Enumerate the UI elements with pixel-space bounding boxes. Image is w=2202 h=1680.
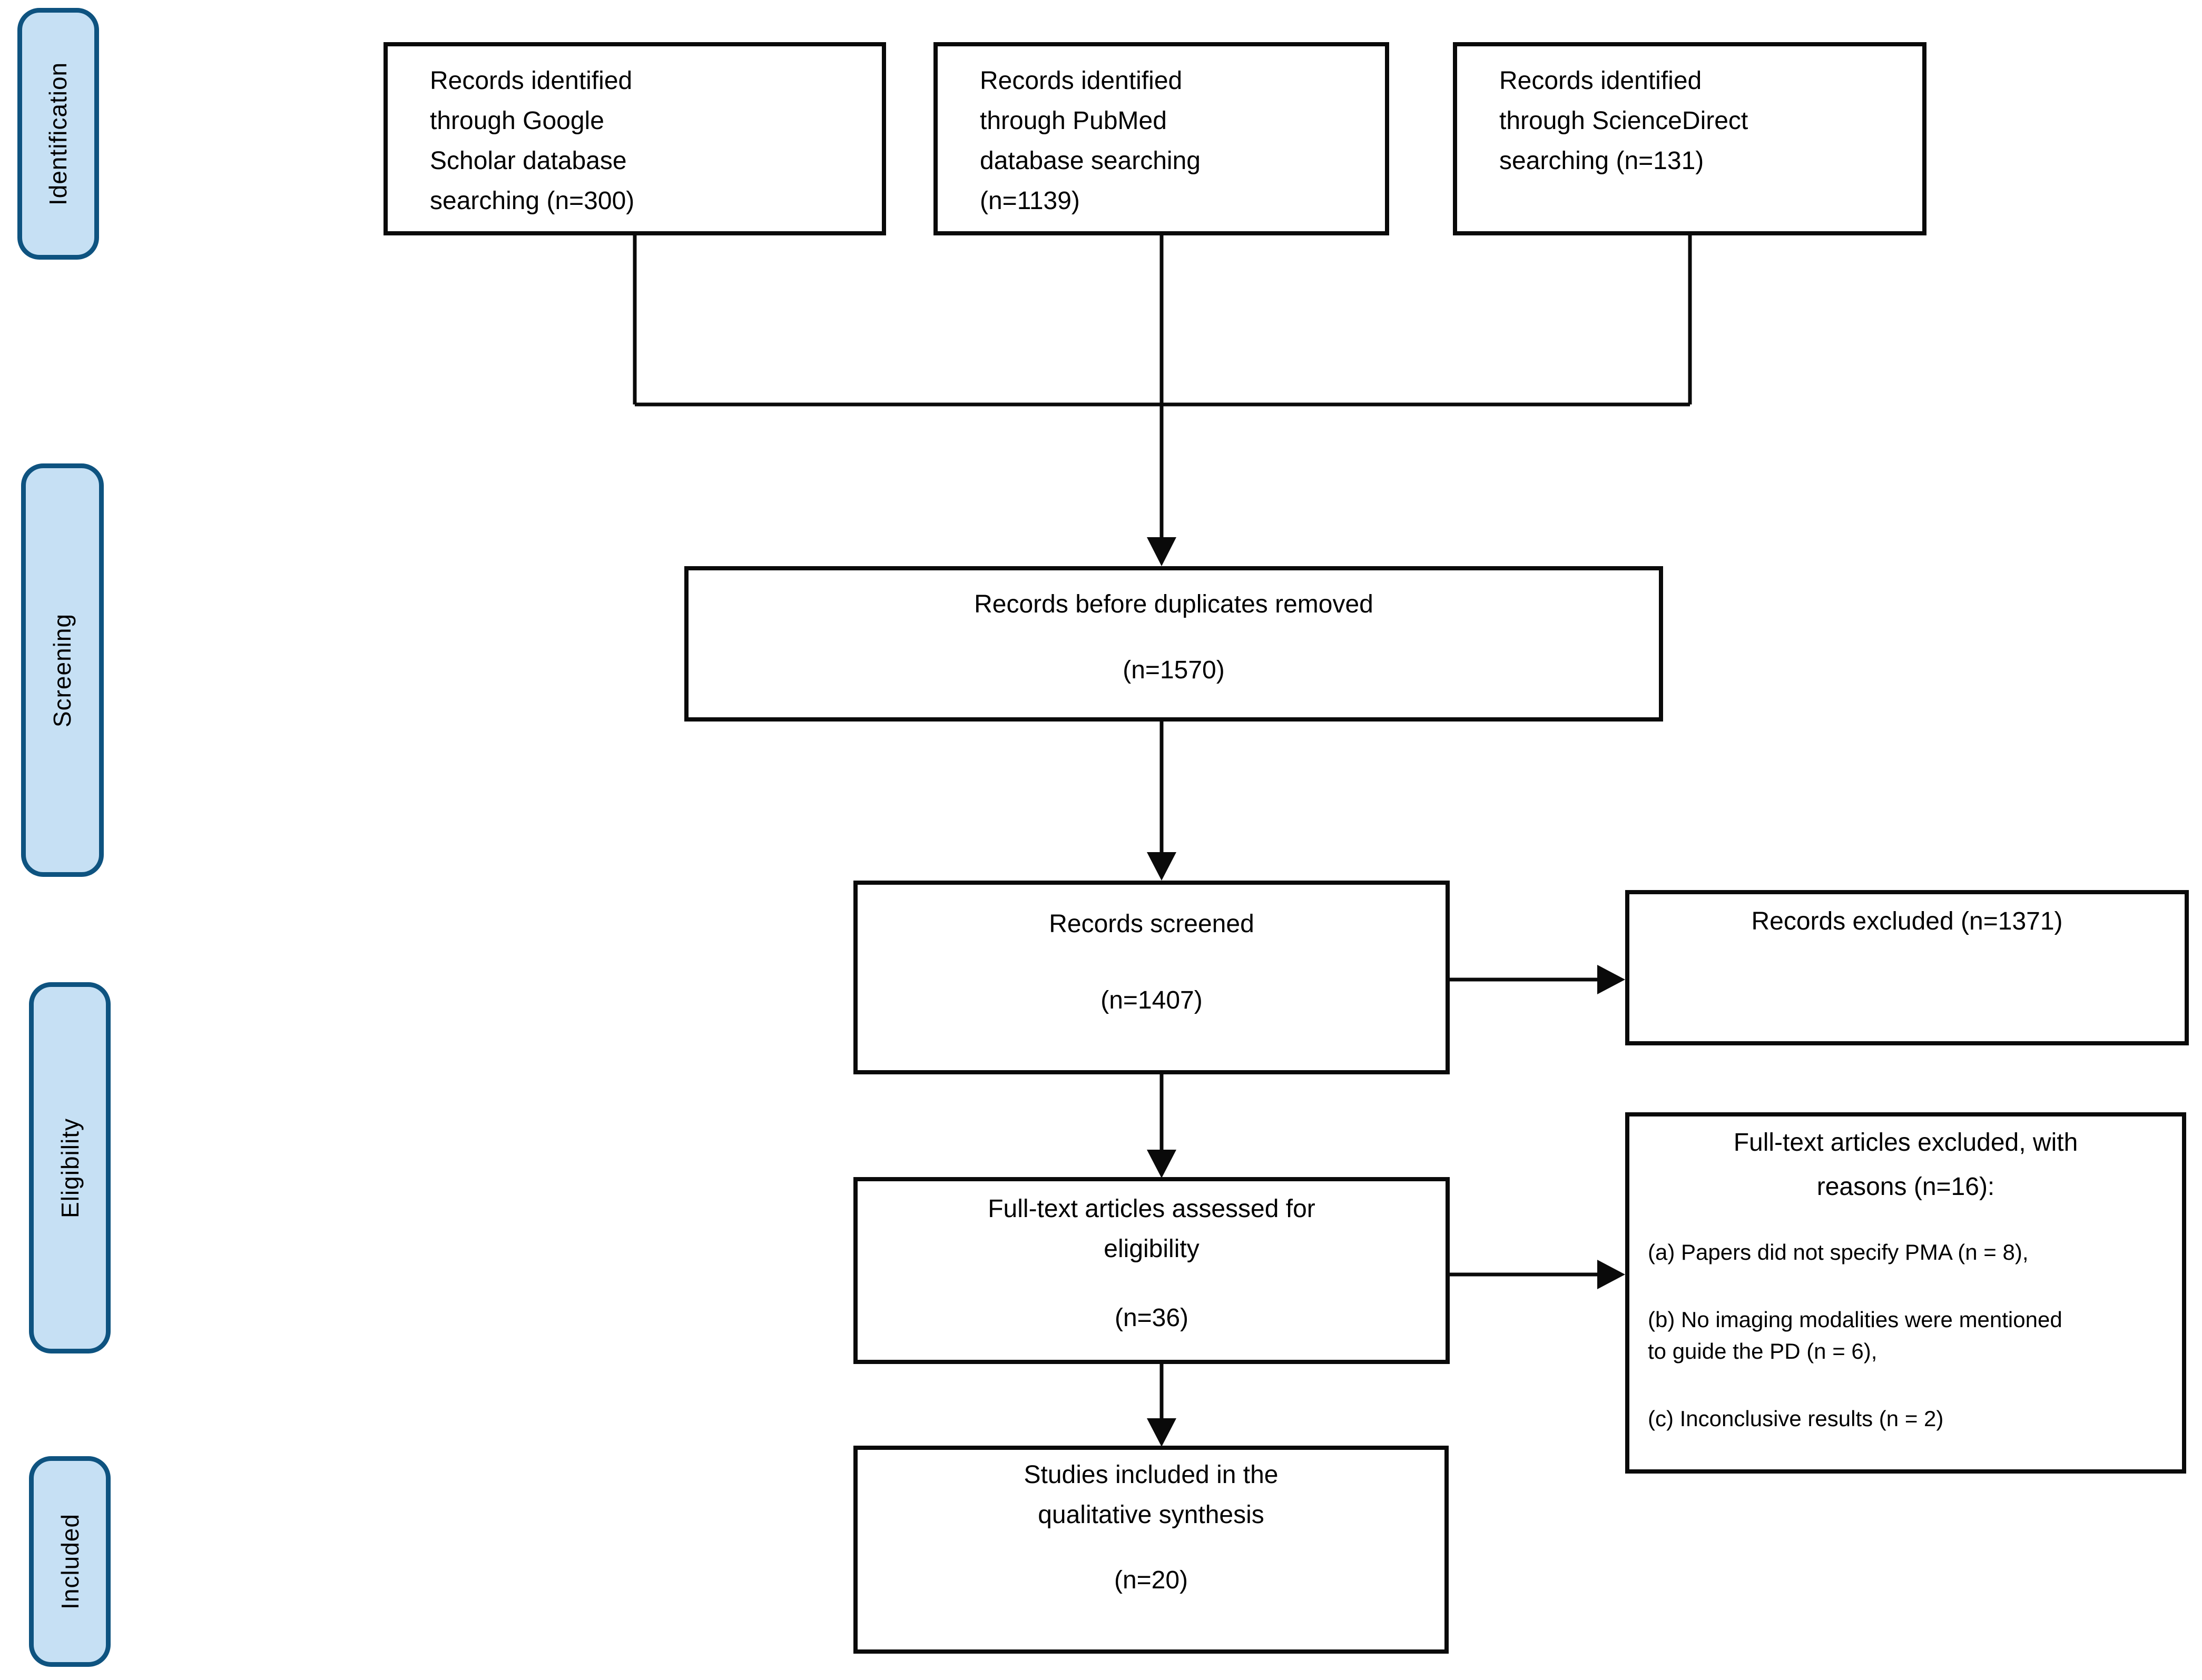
box-excluded-title: Records excluded (n=1371): [1751, 907, 2063, 935]
arrowhead-reasons: [1597, 1260, 1625, 1289]
box-duplicates-title: Records before duplicates removed: [974, 590, 1373, 618]
arrowhead-duplicates: [1147, 537, 1176, 566]
box-source-google-scholar: Records identified through Google Schola…: [384, 42, 886, 235]
stage-included: Included: [29, 1456, 111, 1667]
arrowhead-assessed: [1147, 1150, 1176, 1178]
reason-item-a: (a) Papers did not specify PMA (n = 8),: [1648, 1240, 2029, 1264]
box-included-title: Studies included in the qualitative synt…: [1024, 1461, 1279, 1529]
box-reasons-title: Full-text articles excluded, with reason…: [1733, 1129, 2078, 1201]
box-included-count: (n=20): [1114, 1566, 1188, 1594]
box-screened-count: (n=1407): [1100, 986, 1203, 1014]
stage-screening: Screening: [21, 463, 104, 877]
stage-eligibility-label: Eligibility: [56, 1118, 84, 1218]
arrowhead-included: [1147, 1418, 1176, 1447]
arrowhead-excluded: [1597, 965, 1625, 994]
box-source-google-scholar-text: Records identified through Google Schola…: [430, 67, 635, 215]
box-duplicates: Records before duplicates removed (n=157…: [684, 566, 1663, 722]
box-duplicates-count: (n=1570): [1123, 656, 1225, 684]
box-source-pubmed: Records identified through PubMed databa…: [933, 42, 1389, 235]
stage-identification: Identification: [17, 8, 99, 260]
stage-identification-label: Identification: [44, 62, 72, 206]
box-source-sciencedirect-text: Records identified through ScienceDirect…: [1499, 67, 1748, 175]
box-assessed: Full-text articles assessed for eligibil…: [853, 1177, 1450, 1364]
stage-included-label: Included: [56, 1514, 84, 1609]
reason-item-b: (b) No imaging modalities were mentioned…: [1648, 1307, 2062, 1363]
box-screened: Records screened (n=1407): [853, 881, 1450, 1074]
stage-eligibility: Eligibility: [29, 982, 111, 1353]
stage-screening-label: Screening: [48, 613, 76, 727]
arrowhead-screened: [1147, 852, 1176, 881]
box-assessed-count: (n=36): [1114, 1304, 1189, 1332]
box-included-studies: Studies included in the qualitative synt…: [853, 1446, 1449, 1654]
box-source-sciencedirect: Records identified through ScienceDirect…: [1453, 42, 1926, 235]
box-assessed-title: Full-text articles assessed for eligibil…: [988, 1195, 1315, 1263]
box-reasons: Full-text articles excluded, with reason…: [1625, 1112, 2186, 1474]
box-screened-title: Records screened: [1049, 910, 1254, 938]
box-reasons-list: (a) Papers did not specify PMA (n = 8), …: [1648, 1237, 2171, 1435]
box-excluded: Records excluded (n=1371): [1625, 890, 2189, 1045]
reason-item-c: (c) Inconclusive results (n = 2): [1648, 1406, 1944, 1431]
box-source-pubmed-text: Records identified through PubMed databa…: [980, 67, 1201, 215]
